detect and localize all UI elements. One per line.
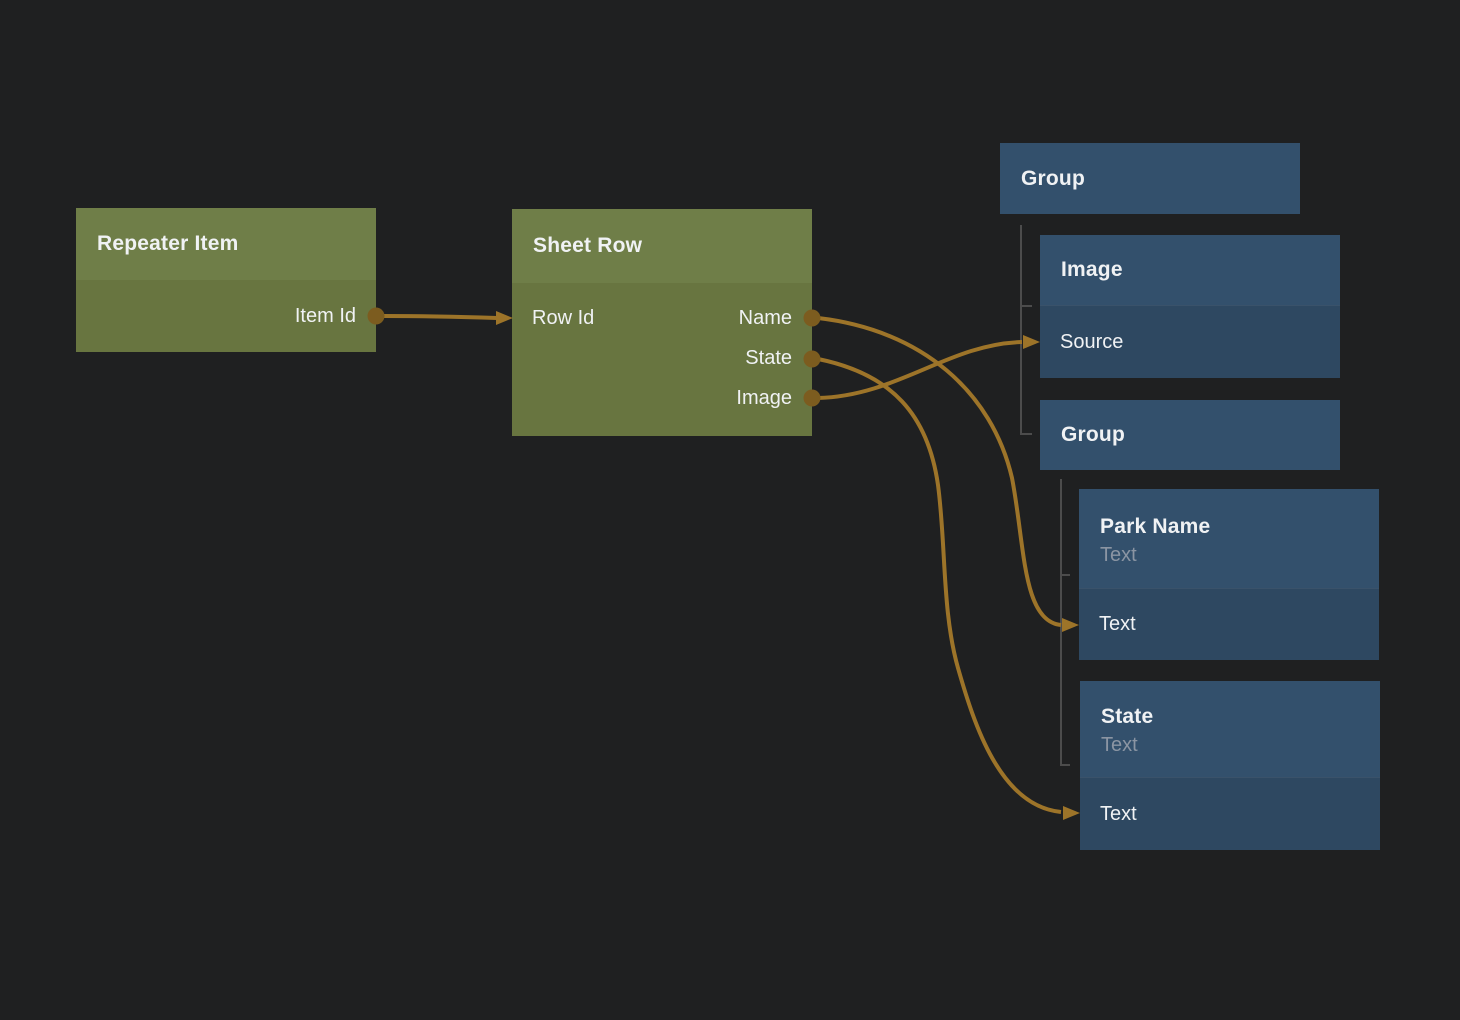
input-port-source[interactable]: Source	[1040, 306, 1340, 378]
node-image-layer-header: Image	[1040, 235, 1340, 305]
node-state-header: State Text	[1080, 681, 1380, 777]
node-sheet-row-header: Sheet Row	[512, 209, 812, 283]
arrowhead-source	[1023, 335, 1040, 349]
output-port-label-name: Name	[738, 306, 792, 329]
node-title: State	[1101, 705, 1154, 728]
arrowhead-row-id	[496, 311, 513, 325]
tree-line-group-inner	[1060, 479, 1070, 766]
connection-item-id-to-row-id[interactable]	[383, 314, 498, 320]
node-type-label: Text	[1100, 543, 1137, 566]
input-port-park-name-text[interactable]: Text	[1079, 589, 1379, 660]
connection-state-to-state-text[interactable]	[817, 357, 1062, 814]
output-port-label-image: Image	[736, 386, 792, 409]
node-group-outer-header: Group	[1000, 143, 1300, 214]
port-row-rowid-name[interactable]: Row Id Name	[512, 298, 812, 338]
node-repeater-item-header: Repeater Item	[76, 208, 376, 280]
port-label-text: Text	[1100, 802, 1137, 825]
node-repeater-item[interactable]: Repeater Item Item Id	[76, 208, 376, 352]
node-repeater-item-body: Item Id	[76, 280, 376, 352]
tree-line-group-outer	[1020, 225, 1032, 435]
port-label-text: Text	[1099, 613, 1136, 635]
port-label-item-id: Item Id	[294, 304, 356, 327]
node-state-layer[interactable]: State Text Text	[1080, 681, 1380, 850]
node-image-layer[interactable]: Image Source	[1040, 235, 1340, 378]
connection-name-to-park-name-text[interactable]	[817, 316, 1062, 627]
node-title: Image	[1061, 258, 1123, 281]
node-sheet-row-body: Row Id Name State Image	[512, 283, 812, 436]
node-title: Repeater Item	[97, 232, 239, 255]
port-label-source: Source	[1060, 330, 1124, 353]
node-image-layer-body: Source	[1040, 305, 1340, 378]
input-port-state-text[interactable]: Text	[1080, 778, 1380, 850]
node-sheet-row[interactable]: Sheet Row Row Id Name State Image	[512, 209, 812, 436]
node-title: Group	[1061, 423, 1125, 446]
node-park-name-layer[interactable]: Park Name Text Text	[1079, 489, 1379, 660]
node-group-inner[interactable]: Group	[1040, 400, 1340, 470]
output-port-label-state: State	[745, 346, 792, 369]
node-type-label: Text	[1101, 734, 1138, 756]
node-park-name-header: Park Name Text	[1079, 489, 1379, 588]
arrowhead-state-text	[1063, 806, 1080, 820]
input-port-label-row-id: Row Id	[532, 306, 595, 329]
arrowhead-park-name-text	[1062, 618, 1079, 632]
node-group-outer[interactable]: Group	[1000, 143, 1300, 214]
port-row-image[interactable]: Image	[512, 378, 812, 418]
output-port-item-id[interactable]: Item Id	[76, 280, 376, 352]
node-title: Group	[1021, 166, 1085, 190]
node-state-body: Text	[1080, 777, 1380, 850]
node-park-name-body: Text	[1079, 588, 1379, 660]
node-title: Park Name	[1100, 514, 1211, 538]
node-group-inner-header: Group	[1040, 400, 1340, 470]
node-title: Sheet Row	[533, 234, 643, 257]
port-row-state[interactable]: State	[512, 338, 812, 378]
connection-image-to-source[interactable]	[817, 340, 1023, 400]
